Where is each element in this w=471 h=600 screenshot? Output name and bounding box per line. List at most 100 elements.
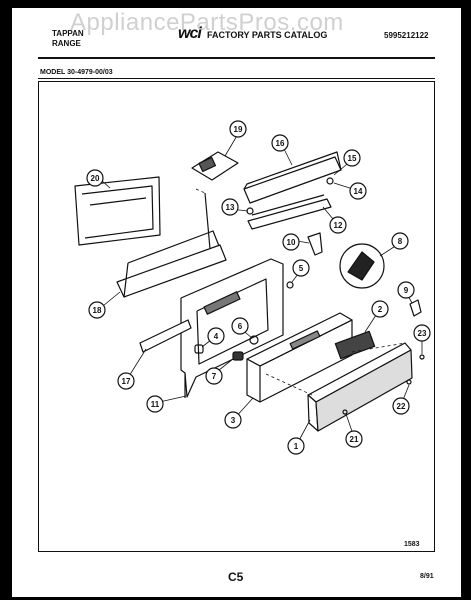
callout-circle <box>392 397 410 415</box>
part-3-shape <box>246 312 353 403</box>
callout-12: 12 <box>329 216 347 234</box>
callout-15: 15 <box>343 149 361 167</box>
part-15-shape <box>326 177 334 185</box>
callout-circle <box>221 198 239 216</box>
callout-circle <box>345 430 363 448</box>
callout-circle <box>207 327 225 345</box>
callout-circle <box>271 134 289 152</box>
callout-circle <box>231 317 249 335</box>
callout-23: 23 <box>413 324 431 342</box>
callout-label: 17 <box>122 377 131 386</box>
part-16-shape <box>243 151 342 204</box>
catalog-title: FACTORY PARTS CATALOG <box>207 30 328 40</box>
part-4-shape <box>194 344 204 354</box>
callout-circle <box>329 216 347 234</box>
callout-19: 19 <box>229 120 247 138</box>
callout-11: 11 <box>146 395 164 413</box>
part-8-shape <box>339 243 385 289</box>
part-10-shape <box>307 232 323 256</box>
callout-18: 18 <box>88 301 106 319</box>
callout-2: 2 <box>371 300 389 318</box>
part-5-shape <box>286 281 294 289</box>
callout-circle <box>224 411 242 429</box>
callout-label: 7 <box>212 372 217 381</box>
revision-date: 8/91 <box>420 573 434 580</box>
callout-10: 10 <box>282 233 300 251</box>
part-2-shape <box>334 330 376 360</box>
callout-circle <box>371 300 389 318</box>
callout-circle <box>117 372 135 390</box>
callout-label: 3 <box>231 416 236 425</box>
callout-9: 9 <box>397 281 415 299</box>
callout-4: 4 <box>207 327 225 345</box>
callout-label: 9 <box>404 286 409 295</box>
callout-circle <box>287 437 305 455</box>
part-12-shape <box>247 194 332 230</box>
callout-label: 8 <box>398 237 403 246</box>
model-rule <box>38 78 435 79</box>
part-21-shape <box>342 409 348 415</box>
part-23-shape <box>419 354 425 360</box>
callout-label: 2 <box>378 305 383 314</box>
callout-circle <box>292 259 310 277</box>
callout-17: 17 <box>117 372 135 390</box>
callout-label: 14 <box>354 187 363 196</box>
callout-label: 21 <box>350 435 359 444</box>
page-code: C5 <box>228 570 244 584</box>
part-17-shape <box>139 319 192 353</box>
callout-circle <box>397 281 415 299</box>
catalog-number: 5995212122 <box>384 31 429 40</box>
callout-circle <box>86 169 104 187</box>
assembly-lines <box>195 188 406 396</box>
part-20-shape <box>74 176 161 246</box>
callout-label: 16 <box>276 139 285 148</box>
callout-circle <box>229 120 247 138</box>
callout-circle <box>146 395 164 413</box>
callout-circle <box>413 324 431 342</box>
callout-22: 22 <box>392 397 410 415</box>
part-7-shape <box>232 351 244 361</box>
product-type-label: RANGE <box>52 39 81 48</box>
brand-label: TAPPAN <box>52 29 84 38</box>
callout-circle <box>391 232 409 250</box>
callout-circle <box>282 233 300 251</box>
callout-label: 20 <box>91 174 100 183</box>
watermark-text: AppliancePartsPros.com <box>70 9 344 36</box>
model-number: MODEL 30-4979-00/03 <box>40 69 113 76</box>
callout-5: 5 <box>292 259 310 277</box>
callout-label: 23 <box>418 329 427 338</box>
callout-label: 19 <box>234 125 243 134</box>
part-22-shape <box>406 379 412 385</box>
callout-label: 1 <box>294 442 299 451</box>
callout-label: 11 <box>151 400 160 409</box>
part-1-shape <box>307 342 413 432</box>
callout-14: 14 <box>349 182 367 200</box>
callout-label: 13 <box>226 203 235 212</box>
part-6-shape <box>249 335 259 345</box>
header-rule <box>38 57 435 59</box>
callout-7: 7 <box>205 367 223 385</box>
callout-label: 12 <box>334 221 343 230</box>
diagram-number: 1583 <box>404 541 420 548</box>
part-9-shape <box>409 299 422 317</box>
callout-13: 13 <box>221 198 239 216</box>
callout-21: 21 <box>345 430 363 448</box>
callout-label: 18 <box>93 306 102 315</box>
callout-6: 6 <box>231 317 249 335</box>
callout-label: 4 <box>214 332 219 341</box>
part-19-shape <box>191 151 239 181</box>
callout-1: 1 <box>287 437 305 455</box>
callout-16: 16 <box>271 134 289 152</box>
callout-label: 22 <box>397 402 406 411</box>
callout-3: 3 <box>224 411 242 429</box>
part-18-shape <box>116 192 227 298</box>
callout-label: 5 <box>299 264 304 273</box>
callout-label: 15 <box>348 154 357 163</box>
callout-circle <box>88 301 106 319</box>
callout-label: 10 <box>287 238 296 247</box>
wci-logo: wci <box>178 25 202 42</box>
callout-label: 6 <box>238 322 243 331</box>
callout-20: 20 <box>86 169 104 187</box>
